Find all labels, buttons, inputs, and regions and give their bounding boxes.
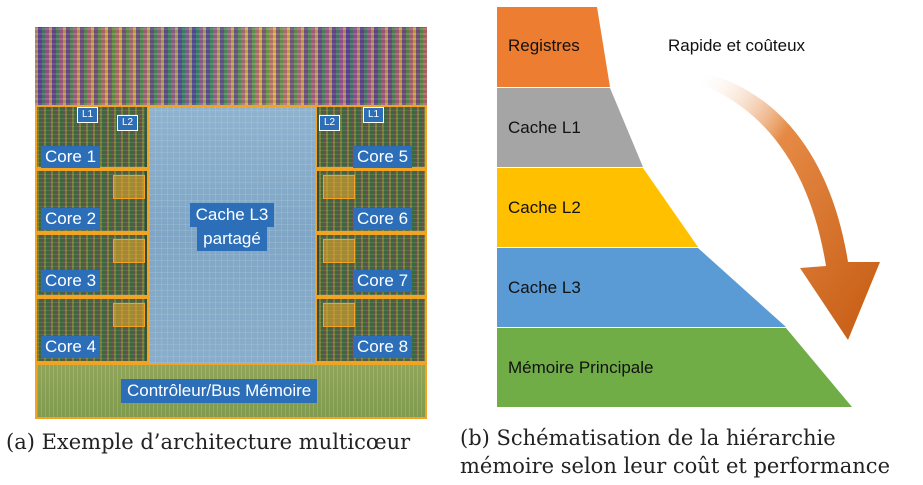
l3-label-line2: partagé (197, 227, 267, 251)
core6-frame (315, 169, 427, 233)
l2-block (323, 175, 355, 199)
memory-hierarchy-diagram (497, 7, 880, 407)
l2-block (323, 303, 355, 327)
bus-frame (35, 363, 427, 419)
level-memoire-principale (497, 328, 852, 407)
core-6-label: Core 6 (353, 208, 413, 230)
core1-frame (35, 105, 149, 169)
memory-bus-label: Contrôleur/Bus Mémoire (121, 379, 318, 403)
level-registres (497, 7, 610, 87)
core-5-label: Core 5 (353, 146, 413, 168)
level-cache-l3 (497, 248, 786, 327)
core-1-label: Core 1 (41, 146, 101, 168)
core-3-label: Core 3 (41, 270, 101, 292)
l3-label-line1: Cache L3 (189, 203, 275, 227)
l1-label-right: L1 (363, 107, 385, 123)
l2-block (113, 175, 145, 199)
speed-cost-arrow (700, 72, 880, 340)
core4-frame (35, 297, 149, 363)
l2-block (323, 239, 355, 263)
level-cache-l1 (497, 88, 643, 167)
level-label-cache-l2: Cache L2 (508, 198, 581, 217)
l2-label-right: L2 (319, 115, 341, 131)
level-label-registres: Registres (508, 36, 580, 55)
core7-frame (315, 233, 427, 297)
core-8-label: Core 8 (353, 336, 413, 358)
core2-frame (35, 169, 149, 233)
level-label-cache-l1: Cache L1 (508, 118, 581, 137)
caption-b-line2: mémoire selon leur coût et performance (460, 454, 890, 478)
caption-b-line1: (b) Schématisation de la hiérarchie (460, 426, 836, 450)
l1-label-left: L1 (77, 107, 99, 123)
core8-frame (315, 297, 427, 363)
multicore-die-photo: L1 L2 L2 L1 Core 1 Core 2 Core 3 Core 4 … (35, 27, 427, 419)
core5-frame (315, 105, 427, 169)
caption-a: (a) Exemple d’architecture multicœur (6, 430, 411, 454)
core3-frame (35, 233, 149, 297)
level-cache-l2 (497, 168, 698, 247)
core-7-label: Core 7 (353, 270, 413, 292)
l2-block (113, 303, 145, 327)
l3-cache-label: Cache L3 partagé (149, 203, 315, 251)
l2-block (113, 239, 145, 263)
level-label-memoire-principale: Mémoire Principale (508, 358, 654, 377)
core-4-label: Core 4 (41, 336, 101, 358)
die-upper-circuitry (35, 27, 427, 105)
l2-label-left: L2 (117, 115, 139, 131)
level-label-cache-l3: Cache L3 (508, 278, 581, 297)
core-2-label: Core 2 (41, 208, 101, 230)
arrow-label: Rapide et coûteux (668, 36, 806, 55)
